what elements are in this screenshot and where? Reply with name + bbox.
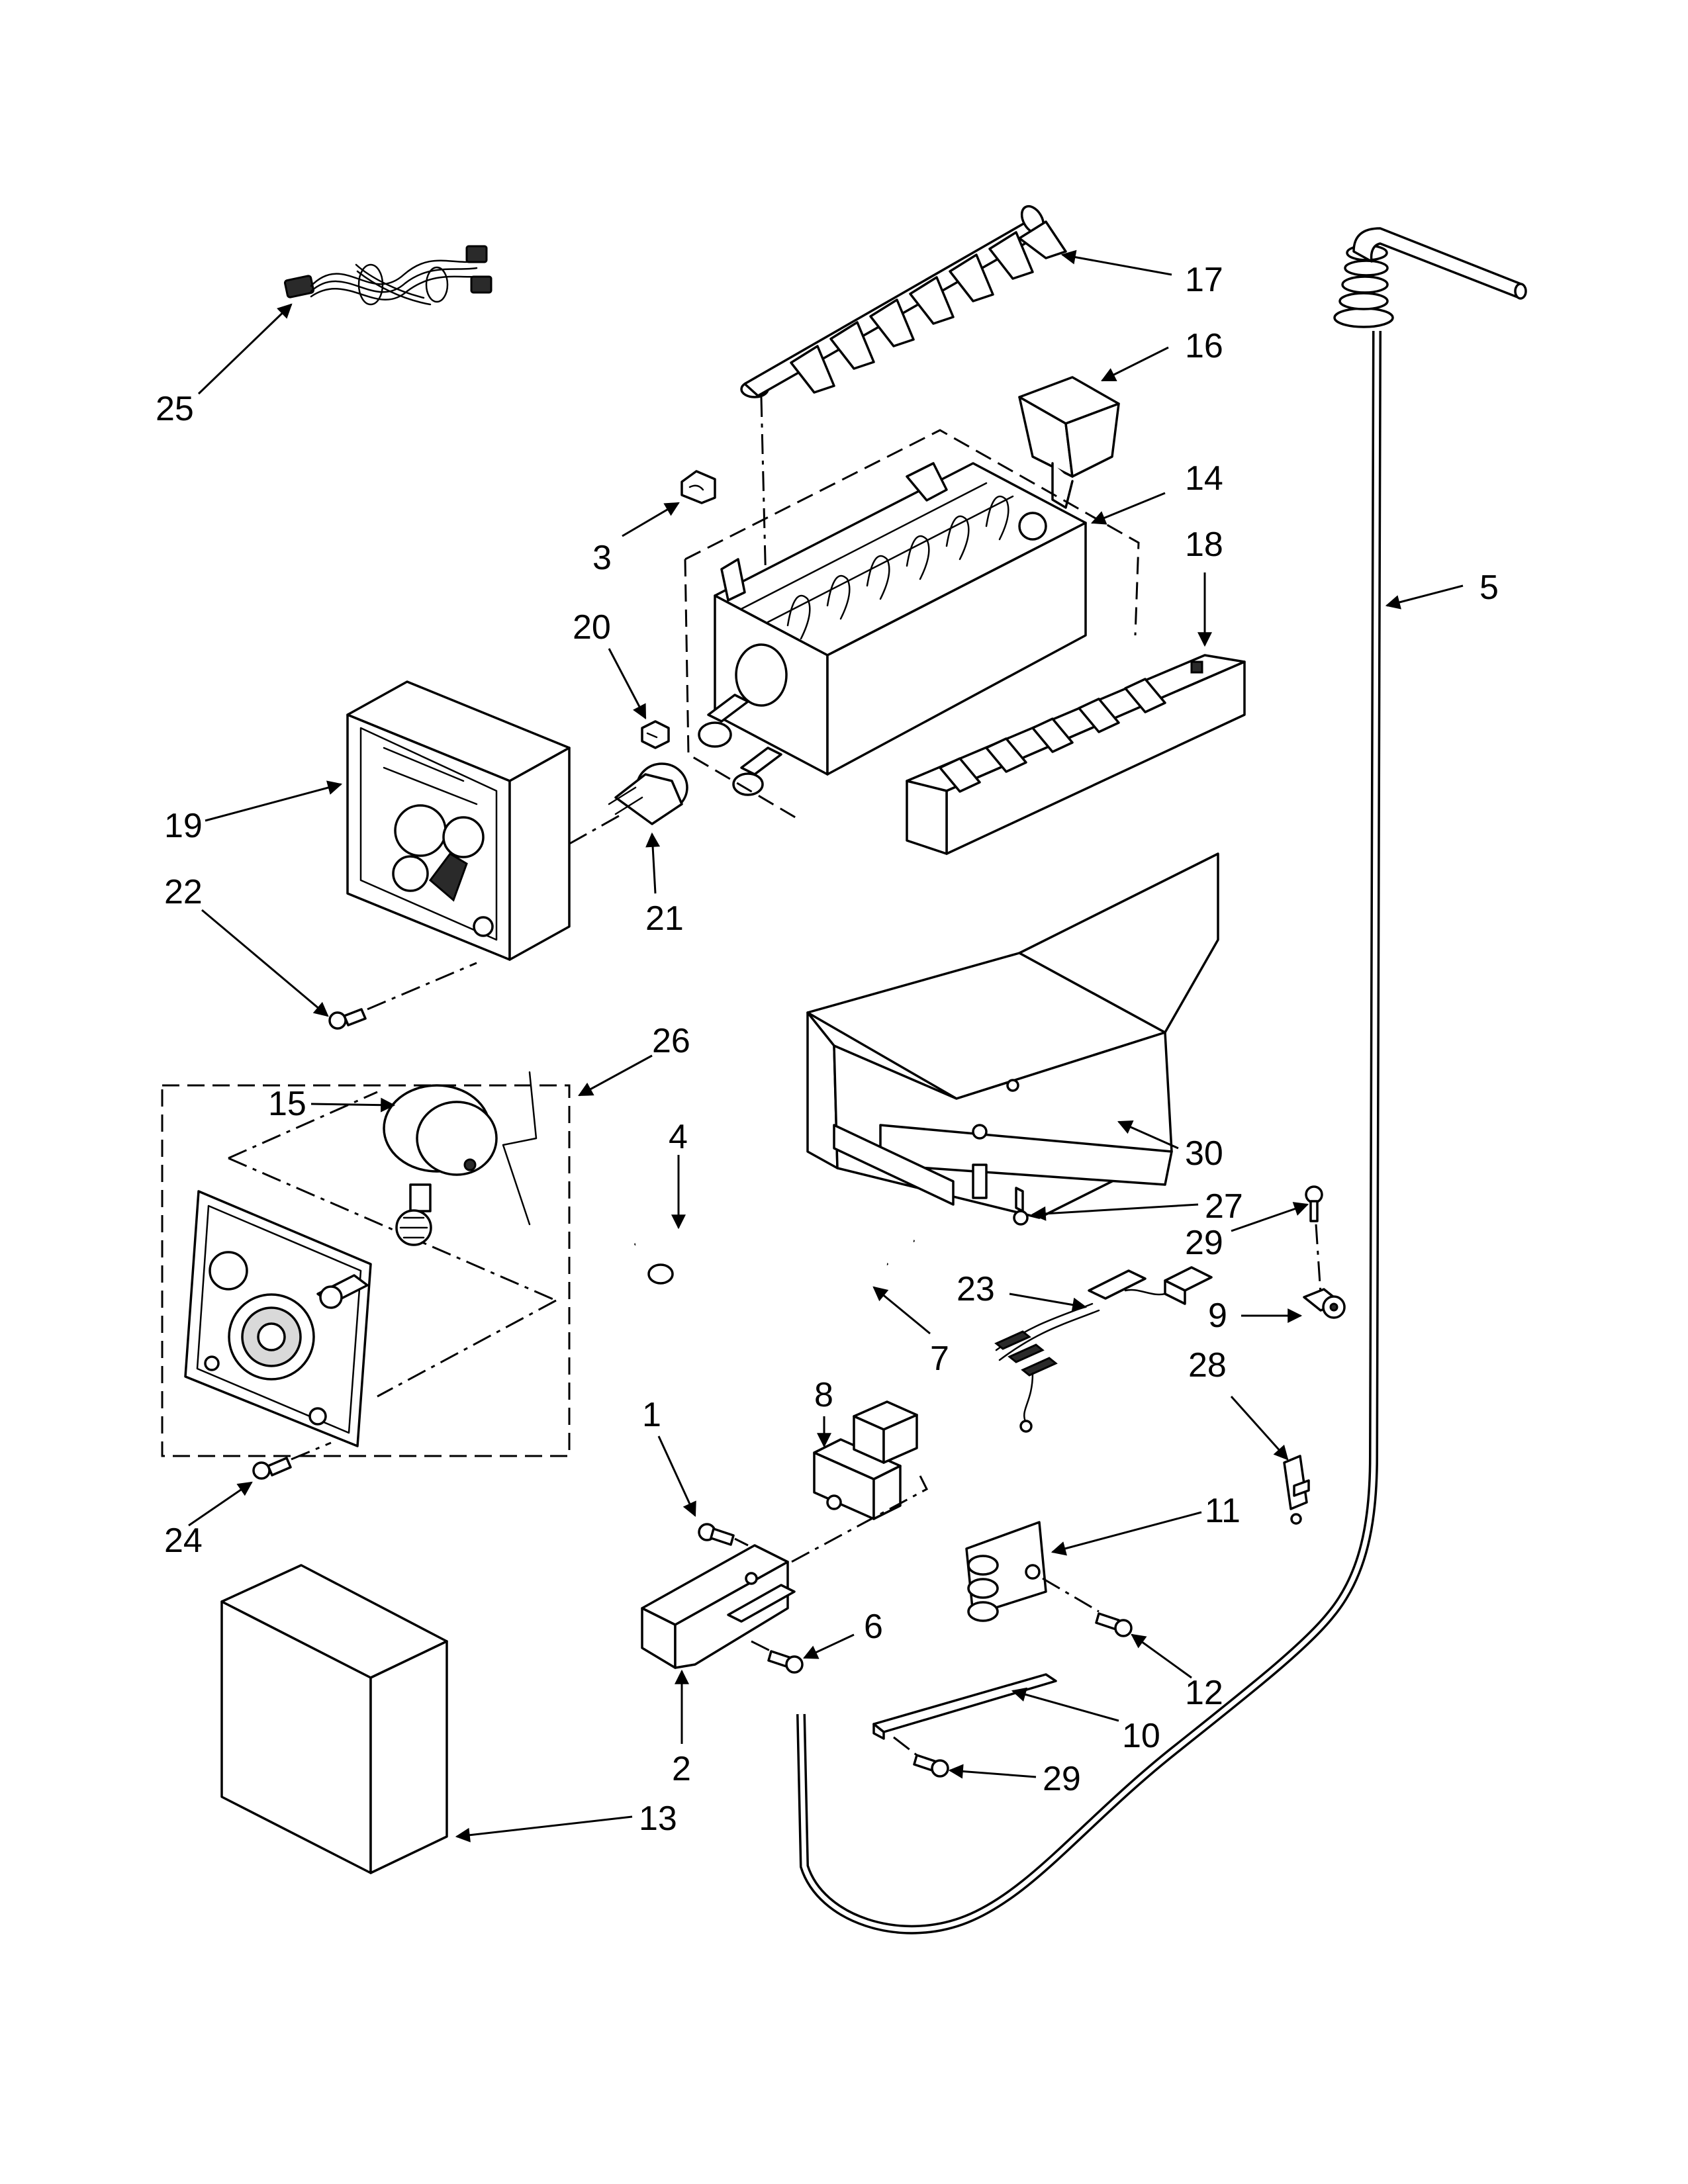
callout-28: 28: [1188, 1346, 1227, 1385]
cover-part-13: [220, 1564, 448, 1874]
callout-23: 23: [957, 1270, 995, 1308]
wire-harness-part-25: [283, 245, 492, 306]
callout-29-upper: 29: [1185, 1224, 1223, 1262]
callout-13: 13: [639, 1799, 677, 1838]
callout-11: 11: [1205, 1492, 1241, 1530]
callout-27: 27: [1205, 1187, 1243, 1226]
cover-part-16: [1018, 376, 1120, 509]
callout-labels: 17 16 14 18 5 25 3 20 19 21 22 26 15 4 3…: [156, 261, 1499, 1838]
water-tube-part-5: [796, 227, 1527, 1934]
wiring-harness-part-23: [994, 1266, 1213, 1433]
stripper-part-18: [906, 654, 1246, 855]
leader-lines: [188, 250, 1464, 1843]
callout-4: 4: [669, 1118, 688, 1156]
screw-part-29-upper: [1305, 1185, 1323, 1222]
mold-and-heater-part-14: [698, 462, 1087, 796]
callout-9: 9: [1208, 1297, 1227, 1335]
valve-part-8: [813, 1400, 918, 1520]
callout-24: 24: [164, 1522, 203, 1560]
callout-29-lower: 29: [1043, 1760, 1081, 1798]
motor-part-15: [383, 1071, 538, 1246]
callout-14: 14: [1185, 459, 1223, 498]
clamp-part-9: [1303, 1288, 1346, 1319]
callout-20: 20: [573, 608, 611, 647]
screw-part-29-lower: [913, 1754, 949, 1778]
clamp-bracket-part-11: [965, 1521, 1047, 1622]
callout-1: 1: [642, 1396, 661, 1434]
callout-10: 10: [1122, 1717, 1160, 1755]
screw-part-24: [252, 1457, 292, 1480]
retainer-part-28: [1283, 1455, 1310, 1525]
callout-21: 21: [645, 899, 684, 938]
tray-part-30: [806, 852, 1219, 1219]
tube-part-7: [647, 1253, 888, 1285]
clip-part-3: [680, 470, 716, 504]
callout-15: 15: [268, 1085, 306, 1123]
screw-part-1: [698, 1523, 735, 1546]
callout-22: 22: [164, 873, 203, 911]
motor-kit-part-26: [161, 1084, 571, 1457]
callout-18: 18: [1185, 525, 1223, 564]
callout-12: 12: [1185, 1674, 1223, 1712]
strip-part-10: [872, 1673, 1057, 1740]
bracket-part-2: [641, 1544, 796, 1669]
callout-17: 17: [1185, 261, 1223, 299]
callout-3: 3: [592, 539, 612, 577]
screw-part-12: [1095, 1612, 1133, 1637]
screw-part-27: [1013, 1187, 1029, 1226]
ejector-part-17: [740, 205, 1067, 398]
module-housing-part-19: [346, 680, 571, 961]
callout-5: 5: [1479, 569, 1499, 607]
callout-2: 2: [672, 1750, 691, 1788]
screw-part-6: [767, 1650, 804, 1674]
callout-26: 26: [652, 1022, 690, 1060]
callout-25: 25: [156, 390, 194, 428]
thermostat-clip-part-20: [641, 720, 670, 749]
screw-part-22: [328, 1008, 367, 1030]
callout-8: 8: [814, 1376, 833, 1414]
callout-30: 30: [1185, 1134, 1223, 1173]
callout-6: 6: [864, 1608, 883, 1646]
fill-tube-part-4: [634, 1228, 915, 1247]
callout-19: 19: [164, 807, 203, 845]
module-backplate: [184, 1190, 372, 1447]
thermostat-part-21: [608, 762, 688, 825]
callout-16: 16: [1185, 327, 1223, 365]
callout-7: 7: [930, 1340, 949, 1378]
